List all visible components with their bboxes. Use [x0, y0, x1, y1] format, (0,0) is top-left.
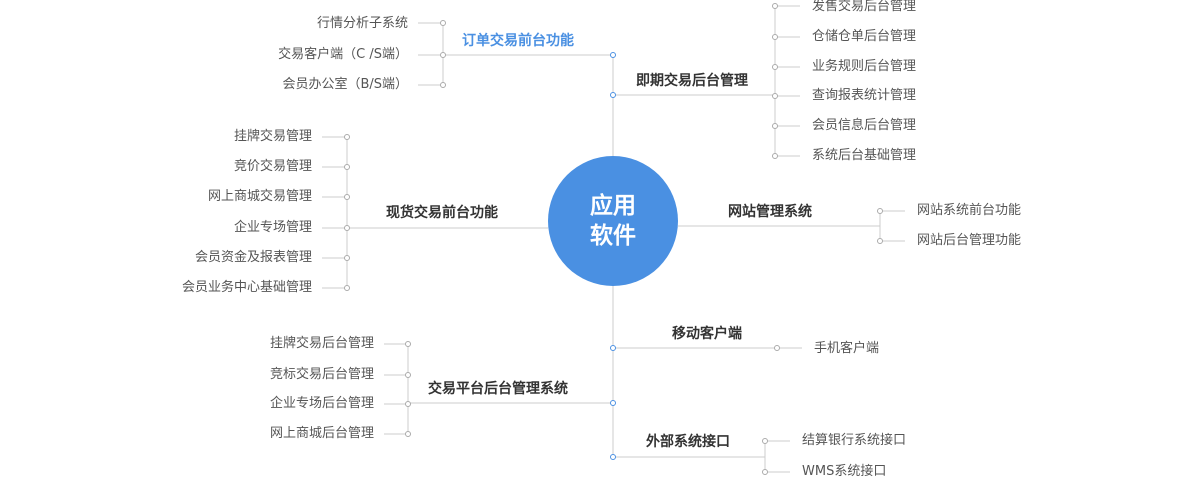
leaf-item: 网站后台管理功能 — [917, 233, 1022, 248]
leaf-item: 竞价交易管理 — [233, 159, 312, 174]
leaf-item: 结算银行系统接口 — [802, 433, 907, 448]
leaf-item: 交易客户端（C /S端） — [278, 47, 408, 62]
branch-instant-back: 即期交易后台管理 — [636, 73, 748, 89]
center-node: 应用 软件 — [548, 156, 678, 286]
leaf-item: 网上商城后台管理 — [269, 426, 374, 441]
branch-external: 外部系统接口 — [646, 434, 730, 450]
center-label-line2: 软件 — [590, 223, 636, 249]
branch-website: 网站管理系统 — [728, 204, 812, 220]
leaf-item: 发售交易后台管理 — [812, 0, 917, 14]
leaf-item: 网站系统前台功能 — [917, 203, 1022, 218]
leaf-item: 会员业务中心基础管理 — [181, 280, 312, 295]
leaf-item: 网上商城交易管理 — [207, 189, 312, 204]
leaf-item: 业务规则后台管理 — [812, 59, 917, 74]
leaf-item: 会员信息后台管理 — [812, 118, 917, 133]
center-label-line1: 应用 — [590, 193, 636, 219]
leaf-item: 会员办公室（B/S端） — [282, 77, 408, 92]
leaf-item: 企业专场管理 — [233, 220, 312, 235]
leaf-item: 行情分析子系统 — [316, 16, 408, 31]
branch-order-front: 订单交易前台功能 — [462, 33, 574, 49]
leaf-item: 系统后台基础管理 — [812, 148, 917, 163]
branch-mobile: 移动客户端 — [672, 326, 742, 342]
leaf-item: 挂牌交易管理 — [233, 129, 312, 144]
leaf-item: 手机客户端 — [814, 341, 880, 356]
leaf-item: 企业专场后台管理 — [269, 396, 374, 411]
leaf-item: 仓储仓单后台管理 — [812, 29, 917, 44]
leaf-item: 挂牌交易后台管理 — [269, 336, 374, 351]
leaf-item: 竞标交易后台管理 — [269, 367, 374, 382]
branch-platform-back: 交易平台后台管理系统 — [428, 381, 568, 397]
leaf-item: 查询报表统计管理 — [812, 88, 917, 103]
leaf-item: WMS系统接口 — [802, 464, 887, 479]
leaf-item: 会员资金及报表管理 — [194, 250, 312, 265]
branch-spot-front: 现货交易前台功能 — [386, 205, 498, 221]
